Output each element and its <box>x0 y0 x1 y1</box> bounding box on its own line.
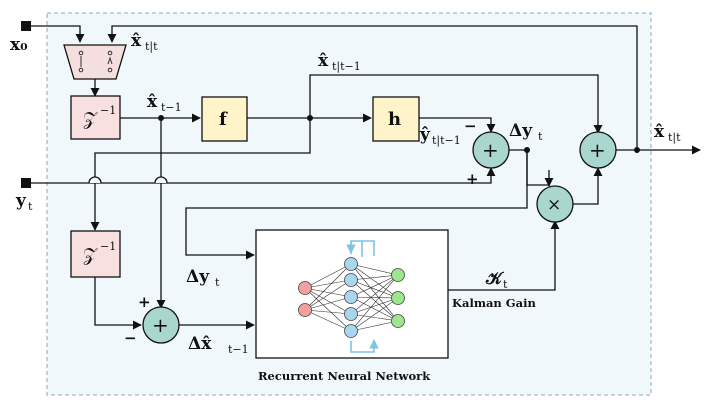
innovation-sum: + <box>472 131 510 169</box>
svg-text:𝒵: 𝒵 <box>83 245 98 266</box>
output-node <box>391 268 405 282</box>
xhat-prior-sub: t|t−1 <box>332 60 361 74</box>
svg-text:+: + <box>589 138 606 162</box>
svg-text:f: f <box>219 109 228 130</box>
junction-dot <box>634 147 640 153</box>
svg-text:𝒵: 𝒵 <box>83 109 98 130</box>
output-node <box>391 291 405 305</box>
delay-block-top: 𝒵 −1 <box>70 95 121 140</box>
delay-block-bottom: 𝒵 −1 <box>70 230 121 278</box>
dy-rnn-label: Δy <box>186 267 210 287</box>
svg-text:+: + <box>482 138 499 162</box>
dy-out-label: Δy <box>509 121 533 141</box>
kt-sub: t <box>503 278 508 291</box>
dy-out-sub: t <box>538 130 543 143</box>
xhat-tt-feedback-label: x̂ <box>131 31 142 51</box>
sum3-minus-sign: − <box>124 329 137 347</box>
hidden-node <box>344 273 358 287</box>
y-terminal <box>21 178 31 188</box>
sum1-minus-sign: − <box>464 117 477 135</box>
output-node <box>391 314 405 328</box>
f-block: f <box>201 96 248 142</box>
svg-text:h: h <box>388 109 401 130</box>
rnn-caption: Recurrent Neural Network <box>258 369 431 383</box>
xhat-prev-sub: t−1 <box>161 101 182 114</box>
dx-rnn-label: Δx̂ <box>188 334 212 354</box>
xhat-tt-output-label: x̂ <box>654 122 665 142</box>
update-sum: + <box>579 131 617 169</box>
junction-dot <box>307 115 313 121</box>
switch-icon <box>78 50 113 73</box>
yhat-label: ŷ <box>419 125 431 145</box>
y-input-sub: t <box>28 200 33 213</box>
junction-dot <box>158 115 164 121</box>
hidden-node <box>344 290 358 304</box>
xhat-prior-label: x̂ <box>318 51 329 71</box>
dy-rnn-sub: t <box>215 276 220 289</box>
yhat-sub: t|t−1 <box>432 134 461 148</box>
svg-text:−1: −1 <box>100 240 116 253</box>
svg-text:×: × <box>547 195 561 215</box>
h-block: h <box>372 96 420 142</box>
sum3-plus-sign: + <box>138 293 151 311</box>
xhat-prev-label: x̂ <box>147 92 158 112</box>
svg-text:−1: −1 <box>100 104 116 117</box>
dx-rnn-sub: t−1 <box>228 343 249 356</box>
gain-multiplier: × <box>536 185 574 223</box>
input-node <box>298 281 312 295</box>
xhat-tt-feedback-sub: t|t <box>145 40 158 54</box>
x0-label: x₀ <box>10 35 28 55</box>
x0-terminal <box>21 21 31 31</box>
initial-switch <box>63 44 127 80</box>
hidden-node <box>344 257 358 271</box>
kt-label: 𝒦 <box>485 269 505 289</box>
input-node <box>298 303 312 317</box>
junction-dot <box>524 147 530 153</box>
hidden-node <box>344 307 358 321</box>
svg-text:+: + <box>152 313 169 337</box>
sum1-plus-sign: + <box>466 170 479 188</box>
kalman-gain-label: Kalman Gain <box>452 296 536 310</box>
xhat-tt-output-sub: t|t <box>668 131 681 145</box>
neural-network-icon <box>298 240 405 353</box>
state-difference-sum: + <box>142 306 180 344</box>
rnn-block <box>255 229 449 359</box>
hidden-node <box>344 324 358 338</box>
y-input-label: y <box>15 191 27 211</box>
